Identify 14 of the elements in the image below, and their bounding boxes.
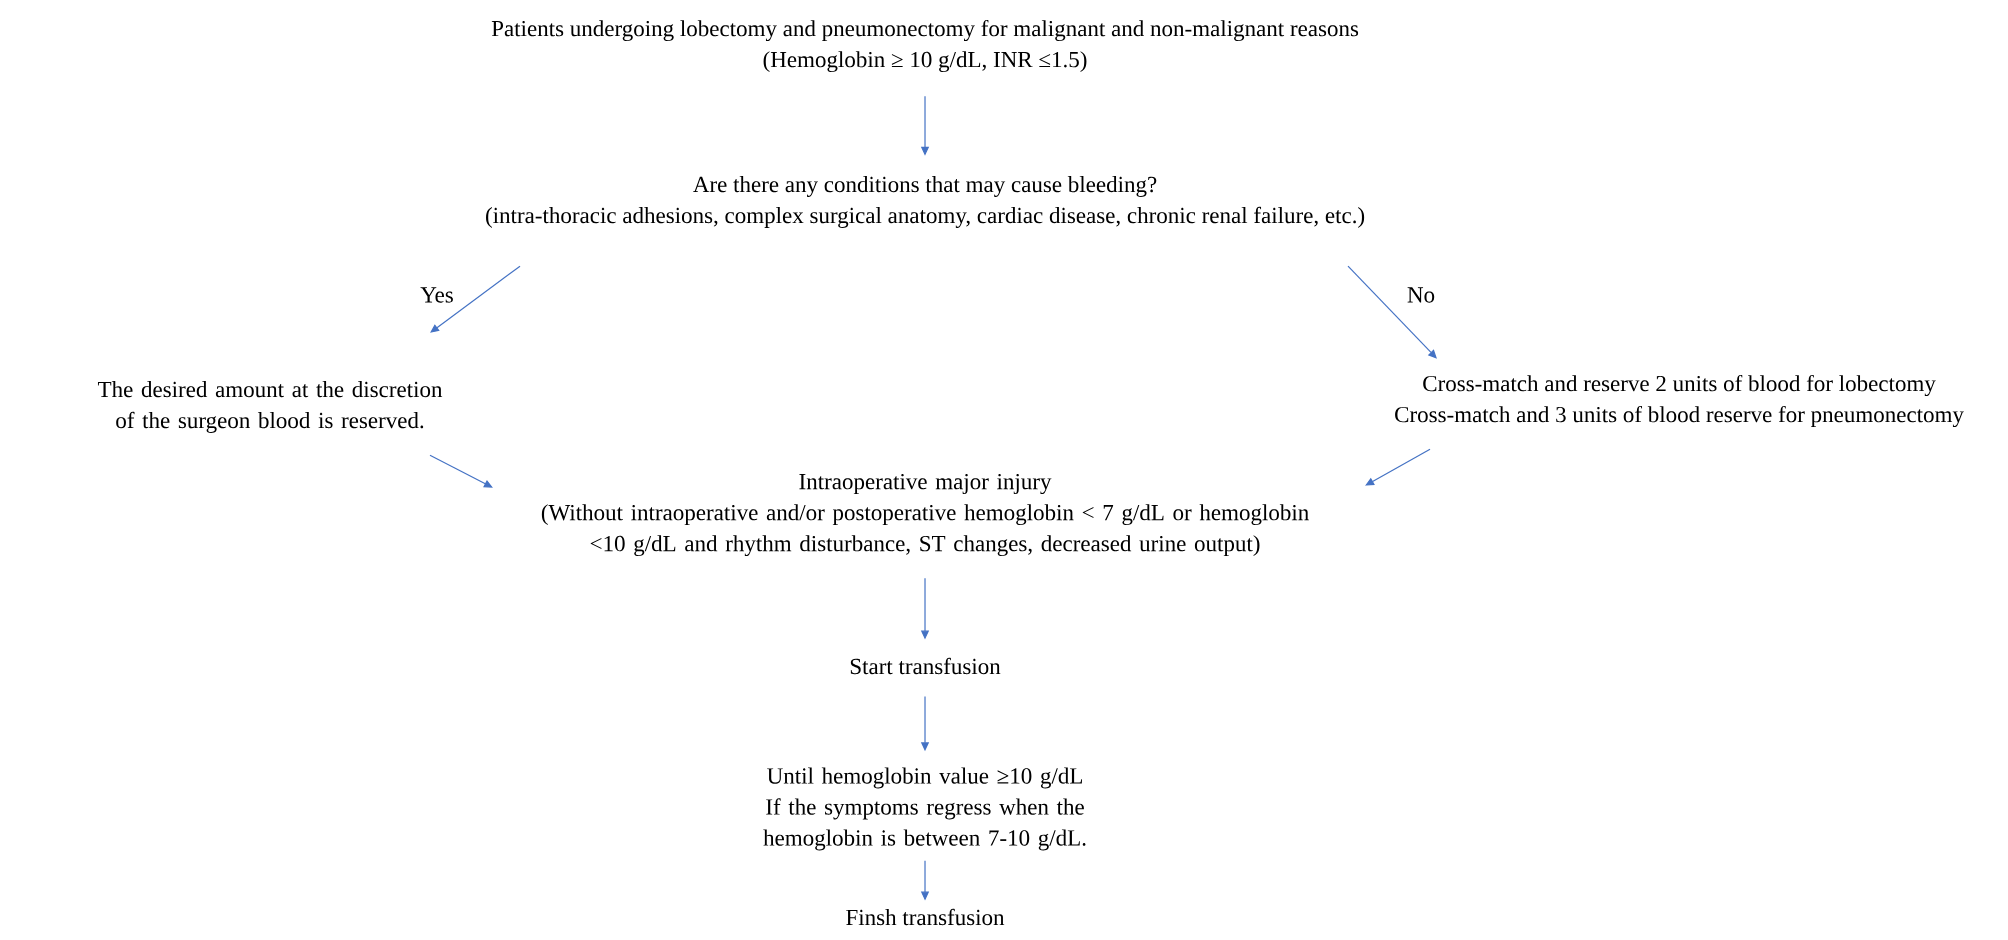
- step-text: Until hemoglobin value ≥10 g/dL If the symptoms regress when the hemoglobin is between 7-10 g/dL.: [763, 767, 1086, 851]
- step-text: Finsh transfusion: [846, 908, 1005, 926]
- step-text: The desired amount at the discretion of the surgeon blood is reserved.: [98, 381, 443, 433]
- step-text: Patients undergoing lobectomy and pneumonectomy for malignant and non-malignant reasons (Hemoglobin ≥ 10 g/dL, INR ≤1.5): [491, 19, 1359, 73]
- step-text: Intraoperative major injury (Without intraoperative and/or postoperative hemoglobin < 7 g/dL or hemoglobin <10 g/dL and rhythm disturbance, ST changes, decreased urine output): [541, 473, 1309, 557]
- step-text: Start transfusion: [850, 657, 1001, 675]
- step-text: Are there any conditions that may cause bleeding? (intra-thoracic adhesions, complex surgical anatomy, cardiac disease, chronic renal failure, etc.): [486, 176, 1365, 228]
- arrow: [1347, 265, 1437, 359]
- edge-label: Yes: [418, 285, 456, 305]
- step-text: Cross-match and reserve 2 units of blood for lobectomy Cross-match and 3 units of blood reserve for pneumonectomy: [1395, 374, 1964, 428]
- arrow: [1365, 448, 1431, 486]
- arrow: [429, 454, 493, 488]
- edge-label: No: [1404, 285, 1438, 305]
- arrow: [430, 265, 521, 333]
